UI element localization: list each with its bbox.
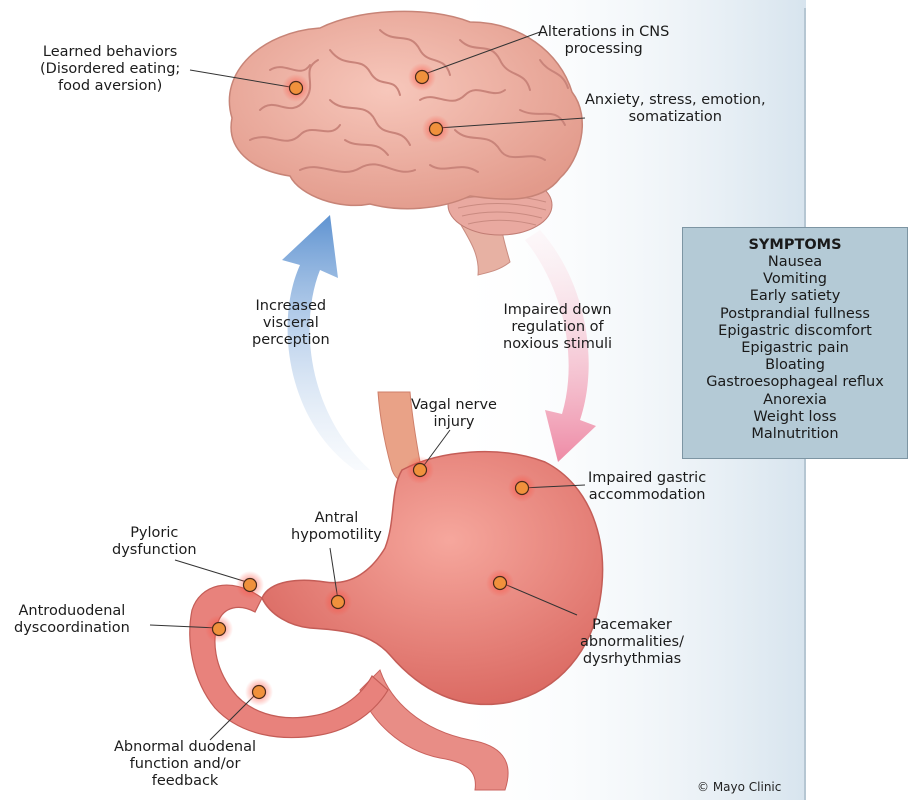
- label-line: Alterations in CNS: [538, 24, 669, 41]
- label-visceral: Increased visceral perception: [252, 298, 330, 349]
- label-line: regulation of: [503, 319, 612, 336]
- hotspot-pacemaker: [486, 569, 514, 597]
- symptom-item: Anorexia: [683, 392, 907, 409]
- label-vagal: Vagal nerve injury: [411, 397, 497, 431]
- label-line: hypomotility: [291, 527, 382, 544]
- label-line: Abnormal duodenal: [114, 739, 256, 756]
- hotspot-accommodation: [508, 474, 536, 502]
- label-line: Pyloric: [112, 525, 197, 542]
- symptoms-title: SYMPTOMS: [683, 236, 907, 254]
- hotspot-antral: [324, 588, 352, 616]
- symptom-item: Bloating: [683, 357, 907, 374]
- label-downregulation: Impaired down regulation of noxious stim…: [503, 302, 612, 353]
- symptom-item: Malnutrition: [683, 426, 907, 443]
- label-antroduodenal: Antroduodenal dyscoordination: [14, 603, 130, 637]
- label-line: accommodation: [588, 487, 706, 504]
- label-line: Pacemaker: [580, 617, 684, 634]
- label-line: Antral: [291, 510, 382, 527]
- label-line: Impaired gastric: [588, 470, 706, 487]
- label-pyloric: Pyloric dysfunction: [112, 525, 197, 559]
- symptoms-box: SYMPTOMS Nausea Vomiting Early satiety P…: [682, 227, 908, 459]
- label-learned-behaviors: Learned behaviors (Disordered eating; fo…: [40, 44, 180, 95]
- symptom-item: Early satiety: [683, 288, 907, 305]
- label-line: dysrhythmias: [580, 651, 684, 668]
- label-cns-processing: Alterations in CNS processing: [538, 24, 669, 58]
- symptom-item: Nausea: [683, 254, 907, 271]
- label-line: Impaired down: [503, 302, 612, 319]
- label-line: processing: [538, 41, 669, 58]
- symptom-item: Epigastric pain: [683, 340, 907, 357]
- label-line: perception: [252, 332, 330, 349]
- label-duodenal: Abnormal duodenal function and/or feedba…: [114, 739, 256, 790]
- hotspot-antroduodenal: [205, 615, 233, 643]
- label-line: somatization: [585, 109, 766, 126]
- hotspot-duodenal: [245, 678, 273, 706]
- label-line: Antroduodenal: [14, 603, 130, 620]
- label-line: noxious stimuli: [503, 336, 612, 353]
- label-line: visceral: [252, 315, 330, 332]
- label-line: food aversion): [40, 78, 180, 95]
- label-line: Anxiety, stress, emotion,: [585, 92, 766, 109]
- label-line: abnormalities/: [580, 634, 684, 651]
- symptom-item: Epigastric discomfort: [683, 323, 907, 340]
- label-line: (Disordered eating;: [40, 61, 180, 78]
- label-line: injury: [411, 414, 497, 431]
- label-anxiety: Anxiety, stress, emotion, somatization: [585, 92, 766, 126]
- label-line: dyscoordination: [14, 620, 130, 637]
- label-line: dysfunction: [112, 542, 197, 559]
- label-accommodation: Impaired gastric accommodation: [588, 470, 706, 504]
- symptom-item: Weight loss: [683, 409, 907, 426]
- stomach: [262, 452, 603, 705]
- copyright-credit: © Mayo Clinic: [697, 780, 781, 794]
- symptom-item: Vomiting: [683, 271, 907, 288]
- hotspot-anxiety: [422, 115, 450, 143]
- label-line: Learned behaviors: [40, 44, 180, 61]
- label-line: Vagal nerve: [411, 397, 497, 414]
- hotspot-pyloric: [236, 571, 264, 599]
- label-pacemaker: Pacemaker abnormalities/ dysrhythmias: [580, 617, 684, 668]
- symptom-item: Gastroesophageal reflux: [683, 374, 907, 391]
- label-antral: Antral hypomotility: [291, 510, 382, 544]
- hotspot-cns: [408, 63, 436, 91]
- label-line: function and/or: [114, 756, 256, 773]
- label-line: feedback: [114, 773, 256, 790]
- symptom-item: Postprandial fullness: [683, 306, 907, 323]
- brain: [229, 11, 582, 208]
- label-line: Increased: [252, 298, 330, 315]
- hotspot-vagal: [406, 456, 434, 484]
- hotspot-learned: [282, 74, 310, 102]
